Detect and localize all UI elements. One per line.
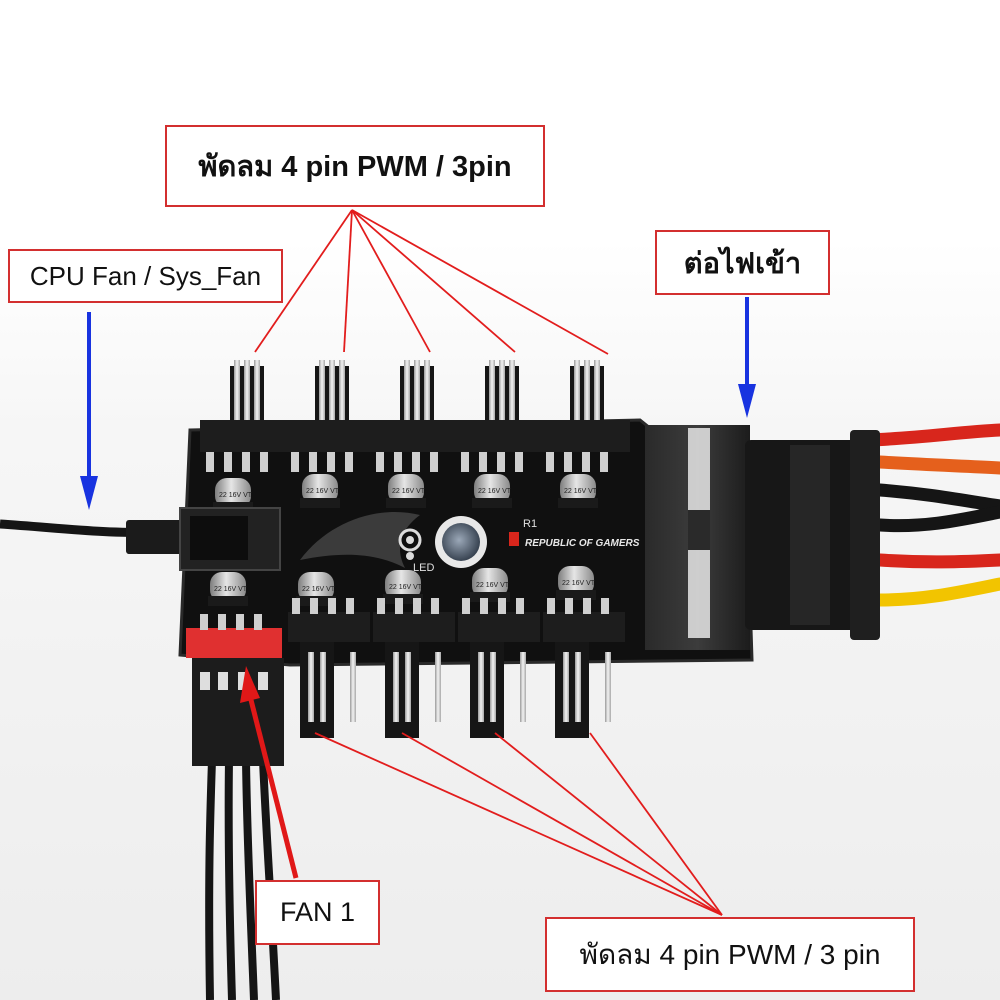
svg-text:22 16V VT: 22 16V VT xyxy=(306,488,340,495)
svg-text:22 16V VT: 22 16V VT xyxy=(219,492,253,499)
cpu-fan-label: CPU Fan / Sys_Fan xyxy=(29,260,262,291)
top-header-4 xyxy=(455,360,545,472)
top-annotation-lines xyxy=(254,209,609,355)
bottom-header-2 xyxy=(373,598,455,738)
top-header-3 xyxy=(370,360,460,472)
bottom-annotation-lines xyxy=(314,732,723,916)
fan1-label: FAN 1 xyxy=(279,897,356,927)
svg-text:22 16V VT: 22 16V VT xyxy=(476,582,510,589)
svg-text:22 16V VT: 22 16V VT xyxy=(302,586,336,593)
fan1-callout: FAN 1 xyxy=(255,880,380,945)
brand-text: REPUBLIC OF GAMERS xyxy=(525,538,640,549)
fan1-arrow xyxy=(240,666,299,879)
svg-text:22 16V VT: 22 16V VT xyxy=(392,488,426,495)
svg-text:22 16V VT: 22 16V VT xyxy=(478,488,512,495)
capacitors-bottom: 22 16V VT 22 16V VT 22 16V VT 22 16V VT … xyxy=(208,566,596,606)
bottom-header-3 xyxy=(458,598,540,738)
molex-power-connector xyxy=(645,425,880,650)
svg-text:22 16V VT: 22 16V VT xyxy=(389,584,423,591)
bottom-header-1 xyxy=(288,598,370,738)
bottom-header-4 xyxy=(543,598,625,738)
power-wires xyxy=(863,423,1000,607)
svg-text:22 16V VT: 22 16V VT xyxy=(564,488,598,495)
top-header-5 xyxy=(540,360,630,472)
svg-text:22 16V VT: 22 16V VT xyxy=(562,580,596,587)
cpu-fan-plug xyxy=(126,520,184,554)
bottom-fan-label: พัดลม 4 pin PWM / 3 pin xyxy=(579,938,881,970)
power-label: ต่อไฟเข้า xyxy=(683,247,802,280)
r1-label: R1 xyxy=(523,518,537,530)
capacitors-top: 22 16V VT 22 16V VT 22 16V VT 22 16V VT … xyxy=(213,474,598,512)
cpu-fan-callout: CPU Fan / Sys_Fan xyxy=(8,249,283,303)
bottom-fan-callout: พัดลม 4 pin PWM / 3 pin xyxy=(545,917,915,992)
power-arrow xyxy=(738,297,756,418)
top-fan-callout: พัดลม 4 pin PWM / 3pin xyxy=(165,125,545,207)
power-callout: ต่อไฟเข้า xyxy=(655,230,830,295)
rog-logo xyxy=(300,512,420,568)
fan1-header xyxy=(186,614,284,766)
top-header-1 xyxy=(200,360,290,472)
fan1-cable xyxy=(205,759,280,1000)
svg-text:22 16V VT: 22 16V VT xyxy=(214,586,248,593)
led-label: LED xyxy=(413,562,434,574)
cpu-arrow xyxy=(80,312,98,510)
top-header-2 xyxy=(285,360,375,472)
top-fan-headers xyxy=(200,360,630,472)
top-fan-label: พัดลม 4 pin PWM / 3pin xyxy=(198,151,512,183)
bottom-fan-headers xyxy=(288,598,625,738)
